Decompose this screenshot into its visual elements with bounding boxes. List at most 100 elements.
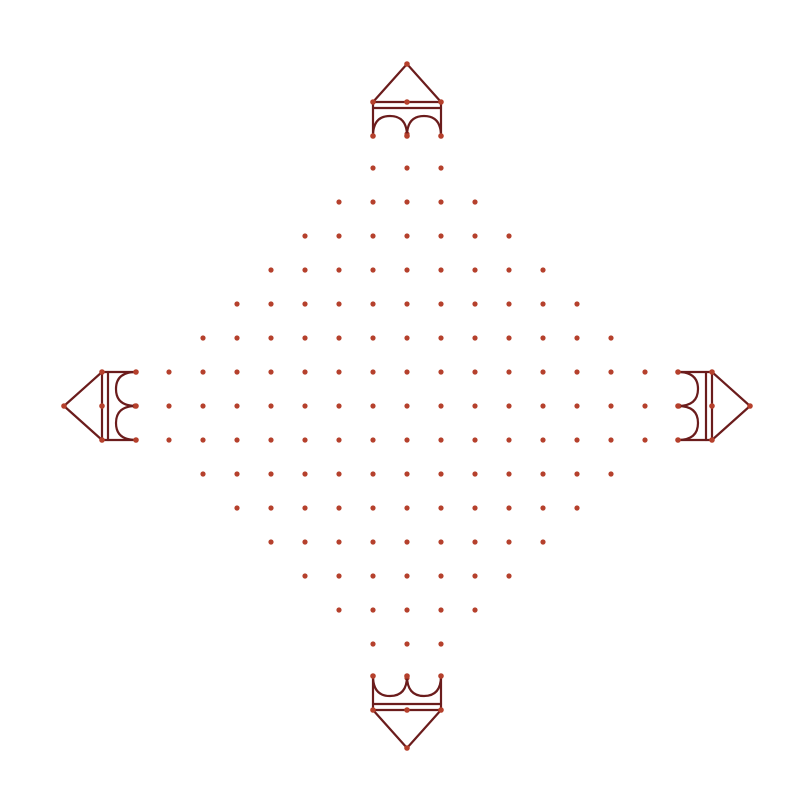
grid-dot xyxy=(574,471,580,477)
grid-dot xyxy=(438,437,444,443)
grid-dot xyxy=(472,607,478,613)
grid-dot xyxy=(608,437,614,443)
grid-dot xyxy=(234,335,240,341)
grid-dot xyxy=(404,301,410,307)
grid-dot xyxy=(404,199,410,205)
grid-dot xyxy=(404,539,410,545)
motif-dot xyxy=(675,369,681,375)
grid-dot xyxy=(404,505,410,511)
grid-dot xyxy=(302,369,308,375)
grid-dot xyxy=(200,335,206,341)
grid-dot xyxy=(370,335,376,341)
grid-dot xyxy=(302,505,308,511)
grid-dot xyxy=(404,437,410,443)
grid-dot xyxy=(336,335,342,341)
motif-dot xyxy=(709,437,715,443)
grid-dot xyxy=(472,403,478,409)
grid-dot xyxy=(472,471,478,477)
grid-dot xyxy=(370,573,376,579)
grid-dot xyxy=(506,369,512,375)
grid-dot xyxy=(540,301,546,307)
grid-dot xyxy=(438,199,444,205)
grid-dot xyxy=(540,505,546,511)
grid-dot xyxy=(574,301,580,307)
motif-dot xyxy=(99,369,105,375)
grid-dot xyxy=(336,539,342,545)
motif-dot xyxy=(404,61,410,67)
grid-dot xyxy=(438,573,444,579)
grid-dot xyxy=(438,505,444,511)
motif-dot xyxy=(438,99,444,105)
motif-stroke xyxy=(114,370,138,408)
grid-dot xyxy=(506,471,512,477)
grid-dot xyxy=(574,403,580,409)
grid-dot xyxy=(370,471,376,477)
motif-stroke xyxy=(114,404,138,442)
grid-dot xyxy=(234,369,240,375)
grid-dot xyxy=(200,437,206,443)
motif-dot xyxy=(438,673,444,679)
motif-dot xyxy=(404,99,410,105)
grid-dot xyxy=(336,369,342,375)
grid-dot xyxy=(336,471,342,477)
grid-dot xyxy=(574,335,580,341)
grid-dot xyxy=(166,437,172,443)
grid-dot xyxy=(642,369,648,375)
grid-dot xyxy=(370,165,376,171)
grid-dot xyxy=(608,403,614,409)
grid-dot xyxy=(404,165,410,171)
motif-dot xyxy=(133,369,139,375)
grid-dot xyxy=(268,267,274,273)
grid-dot xyxy=(302,539,308,545)
grid-dot xyxy=(438,403,444,409)
grid-dot xyxy=(472,437,478,443)
grid-dot xyxy=(370,539,376,545)
motif-stroke xyxy=(371,62,443,104)
motif-dot xyxy=(404,673,410,679)
grid-dot xyxy=(540,369,546,375)
grid-dot xyxy=(302,233,308,239)
grid-dot xyxy=(336,301,342,307)
grid-dot xyxy=(370,607,376,613)
grid-dot xyxy=(574,505,580,511)
grid-dot xyxy=(268,403,274,409)
grid-dot xyxy=(404,641,410,647)
grid-dot xyxy=(540,437,546,443)
grid-dot xyxy=(404,607,410,613)
grid-dot xyxy=(166,369,172,375)
grid-dot xyxy=(302,471,308,477)
grid-dot xyxy=(302,301,308,307)
grid-dot xyxy=(234,505,240,511)
motif-stroke xyxy=(676,404,700,442)
grid-dot xyxy=(642,437,648,443)
grid-dot xyxy=(438,267,444,273)
grid-dot xyxy=(404,573,410,579)
motif-bottom xyxy=(370,673,444,751)
grid-dot xyxy=(472,369,478,375)
motif-stroke xyxy=(710,370,752,442)
grid-dot xyxy=(302,573,308,579)
grid-dot xyxy=(472,539,478,545)
grid-dot xyxy=(370,641,376,647)
grid-dot xyxy=(438,607,444,613)
motif-stroke xyxy=(371,114,409,138)
motif-dot xyxy=(747,403,753,409)
grid-dot xyxy=(268,301,274,307)
grid-dot xyxy=(336,267,342,273)
motif-left xyxy=(61,369,139,443)
grid-dot xyxy=(506,301,512,307)
grid-dot xyxy=(336,403,342,409)
grid-dot xyxy=(336,573,342,579)
grid-dot xyxy=(540,539,546,545)
grid-dot xyxy=(540,403,546,409)
grid-dot xyxy=(336,199,342,205)
grid-dot xyxy=(438,165,444,171)
motif-dot xyxy=(370,673,376,679)
grid-dot xyxy=(438,233,444,239)
motif-dot xyxy=(709,403,715,409)
motif-group xyxy=(61,61,753,751)
motif-right xyxy=(675,369,753,443)
motif-dot xyxy=(438,707,444,713)
grid-dot xyxy=(268,335,274,341)
